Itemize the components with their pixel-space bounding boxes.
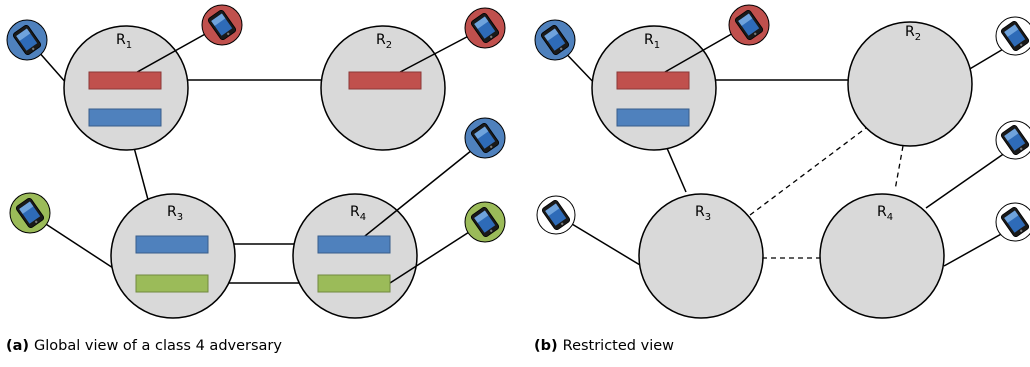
- client-green-a2: [464, 201, 506, 243]
- router-label-r1: R1: [116, 32, 132, 51]
- dashed-link-r2-r4: [894, 145, 904, 191]
- router-label-r2: R2: [905, 24, 921, 43]
- client-blue-b1: [534, 19, 576, 61]
- client-red-b1: [728, 4, 770, 46]
- circuit-green-r3: [135, 274, 209, 293]
- caption-b-tag: (b): [534, 338, 558, 354]
- circuit-blue-r1: [88, 108, 162, 127]
- router-r2: [847, 21, 973, 147]
- router-label-r2: R2: [376, 32, 392, 51]
- router-r4: [819, 193, 945, 319]
- router-label-r3: R3: [167, 204, 183, 223]
- client-unknown-b2: [995, 16, 1030, 56]
- circuit-blue-r4: [317, 235, 391, 254]
- client-blue-a1: [6, 19, 48, 61]
- router-label-r1: R1: [644, 32, 660, 51]
- circuit-red-r1: [88, 71, 162, 90]
- circuit-red-r1: [616, 71, 690, 90]
- router-label-r4: R4: [350, 204, 366, 223]
- caption-b: (b)Restricted view: [534, 338, 674, 354]
- panel-b: R1 R2 R3 R4: [534, 4, 1030, 319]
- caption-b-text: Restricted view: [562, 338, 674, 354]
- panel-a: R1 R2 R3 R4: [6, 4, 506, 319]
- circuit-blue-r1: [616, 108, 690, 127]
- link-red-client-r1: [650, 27, 743, 81]
- link-blue-client-r4: [354, 141, 483, 245]
- router-label-r4: R4: [877, 204, 893, 223]
- client-red-a1: [201, 4, 243, 46]
- link-green-client-r4: [389, 224, 481, 284]
- dashed-link-r3-r2: [749, 127, 867, 216]
- circuit-blue-r3: [135, 235, 209, 254]
- circuit-red-r2: [348, 71, 422, 90]
- client-unknown-b4: [995, 202, 1030, 242]
- router-r3: [638, 193, 764, 319]
- client-unknown-b1: [536, 195, 576, 235]
- client-red-a2: [464, 7, 506, 49]
- link-red-client-r1: [122, 27, 217, 81]
- caption-a: (a)Global view of a class 4 adversary: [6, 338, 282, 354]
- client-blue-a2: [464, 117, 506, 159]
- client-unknown-b3: [995, 120, 1030, 160]
- router-label-r3: R3: [695, 204, 711, 223]
- link-r4-client-1: [925, 147, 1013, 209]
- caption-a-text: Global view of a class 4 adversary: [34, 338, 282, 354]
- client-green-a1: [9, 192, 51, 234]
- caption-a-tag: (a): [6, 338, 30, 354]
- circuit-green-r4: [317, 274, 391, 293]
